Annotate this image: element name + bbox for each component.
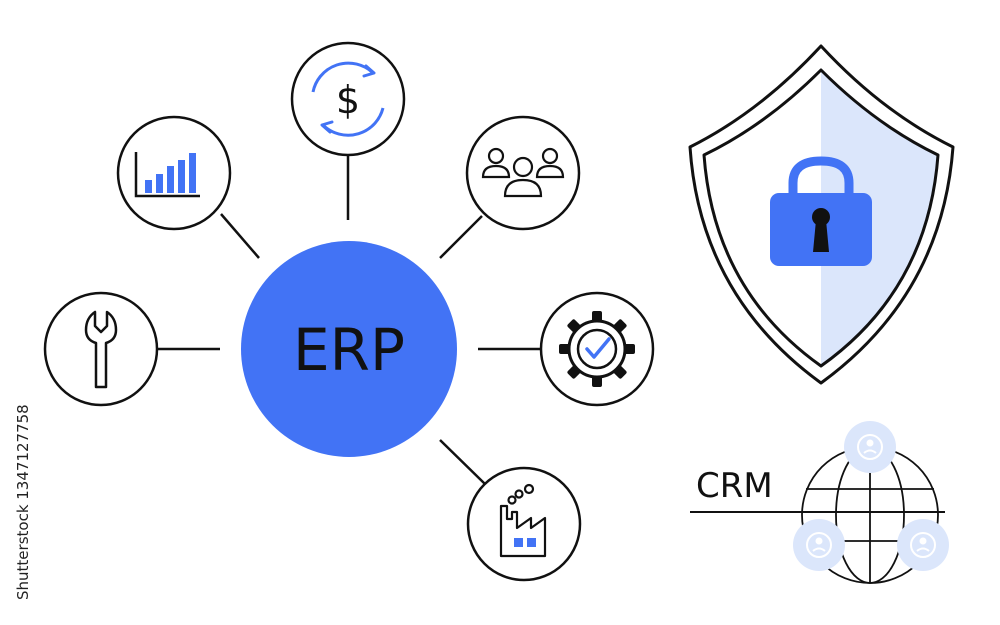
connector-lines bbox=[158, 155, 540, 485]
erp-label: ERP bbox=[293, 316, 405, 384]
node-team bbox=[465, 115, 581, 231]
node-analytics bbox=[116, 115, 232, 231]
node-manufacturing bbox=[466, 466, 582, 582]
connector-manufacturing bbox=[439, 439, 486, 485]
lock-icon bbox=[770, 156, 872, 266]
erp-hub-circle bbox=[241, 241, 457, 457]
connector-team bbox=[439, 215, 483, 259]
connector-analytics bbox=[220, 213, 260, 259]
user-avatar-icon bbox=[844, 421, 896, 473]
node-circle bbox=[43, 291, 159, 407]
wrench-icon bbox=[84, 310, 118, 389]
erp-hub: ERP bbox=[241, 241, 457, 457]
crm-section: CRM bbox=[690, 421, 949, 584]
node-currency-exchange: $ bbox=[290, 41, 406, 157]
node-maintenance bbox=[43, 291, 159, 407]
svg-text:$: $ bbox=[336, 78, 360, 122]
user-group-icon bbox=[481, 147, 565, 198]
dollar-refresh-icon: $ bbox=[311, 61, 385, 137]
security-shield bbox=[688, 44, 955, 385]
shield-inner-right bbox=[821, 70, 938, 366]
factory-icon bbox=[499, 483, 547, 558]
node-circle bbox=[290, 41, 406, 157]
stock-watermark: Shutterstock 1347127758 bbox=[14, 404, 32, 600]
user-avatar-icon bbox=[897, 519, 949, 571]
bar-chart-icon bbox=[134, 152, 200, 198]
crm-label: CRM bbox=[696, 466, 773, 506]
shield-inner bbox=[702, 68, 940, 368]
user-avatar-icon bbox=[793, 519, 845, 571]
gear-check-icon bbox=[559, 311, 635, 387]
node-settings-approved bbox=[539, 291, 655, 407]
